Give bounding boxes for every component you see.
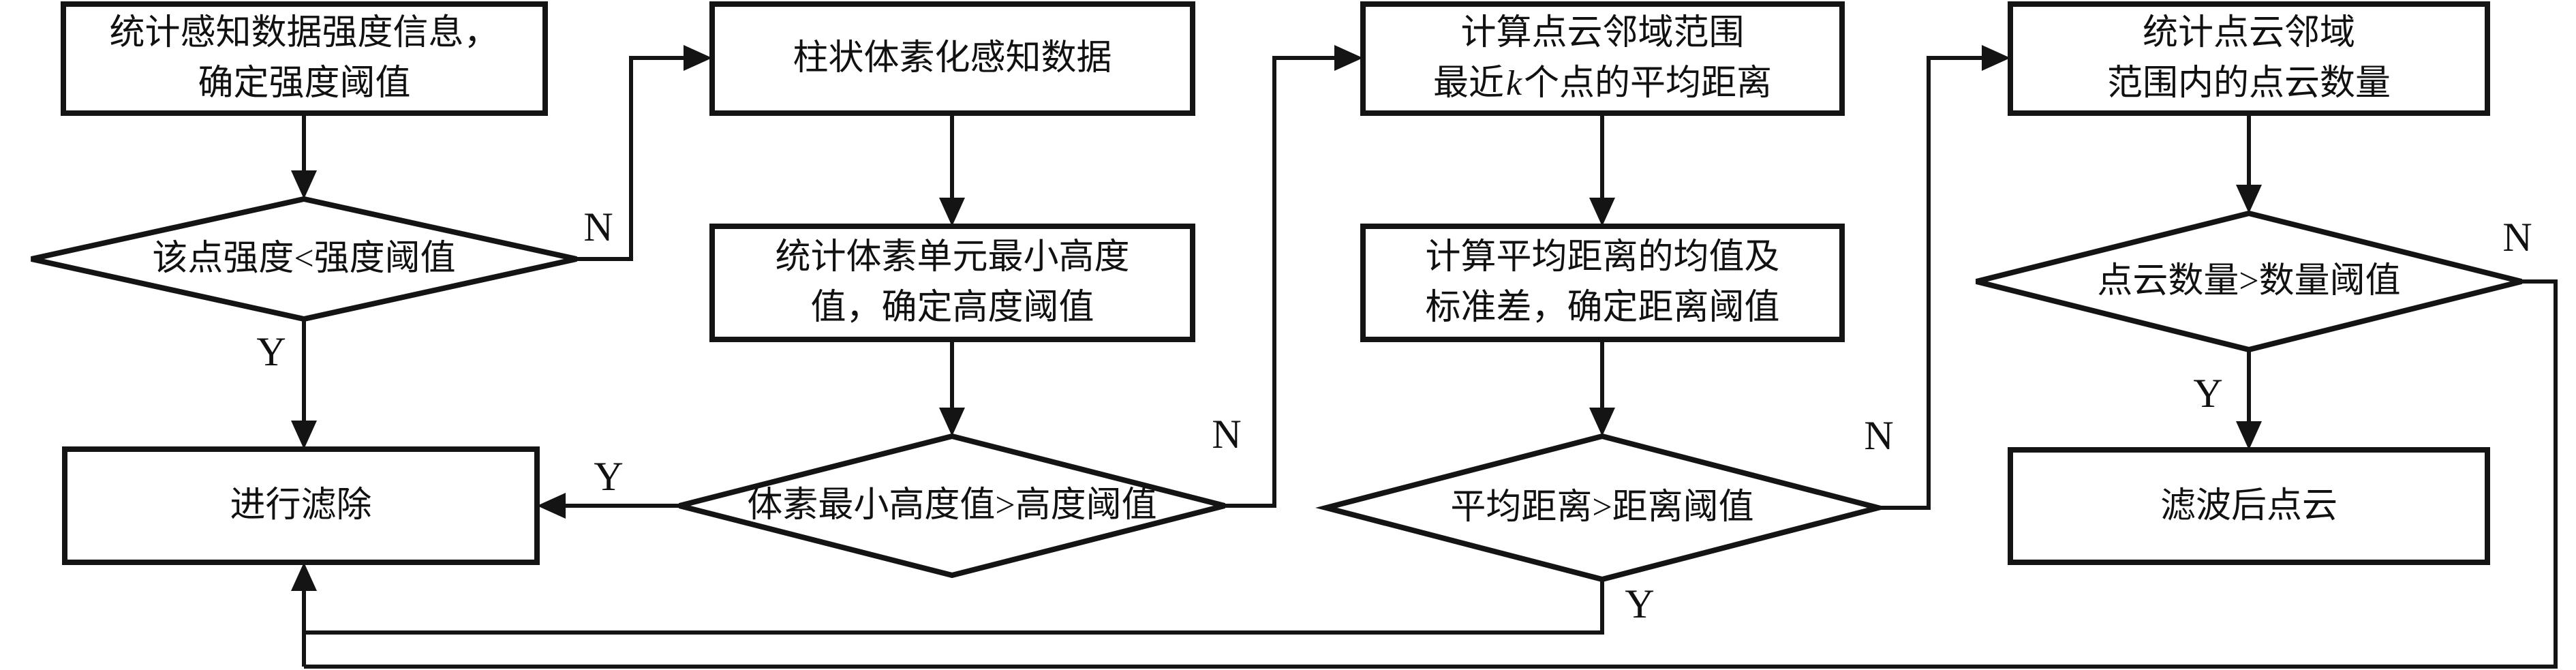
connector-diamond4-feedback-n [304,279,2558,669]
arrowhead-into-diamond1 [291,170,317,199]
diamond2-shape [679,433,1225,579]
rect2-shape [709,224,1195,342]
arrowhead-into-rect2 [939,198,965,226]
arrowhead-into-box3 [1334,45,1363,71]
arrowhead-into-filter-top [291,421,317,449]
arrowhead-into-box2 [684,45,712,71]
box2-shape [709,1,1195,116]
box1-shape [61,1,548,116]
arrowhead-into-diamond3 [1589,408,1615,436]
diamond3-shape [1315,433,1889,583]
arrowhead-into-result [2236,421,2262,450]
arrowhead-into-filter-bottom [291,562,317,591]
node-shapes [31,1,2522,583]
arrowhead-into-filter-right [537,493,566,519]
arrowhead-into-diamond2 [939,408,965,436]
box3-shape [1360,1,1845,116]
diamond1-shape [31,196,577,322]
box4-shape [2008,1,2490,116]
connector-diamond2-box3-n [1225,56,1334,508]
connector-diamond3-box4-n [1878,56,1982,510]
filter-box-shape [62,446,540,565]
diamond4-shape [1976,210,2522,353]
connector-diamond3-feedback-y [304,579,1604,635]
connector-diamond1-box2-n [577,56,685,261]
arrowheads [291,45,2262,591]
arrowhead-into-diamond4 [2236,185,2262,213]
rect3-shape [1360,224,1845,342]
arrowhead-into-rect3 [1589,198,1615,226]
arrowhead-into-box4 [1982,45,2010,71]
connector-lines [302,56,2558,669]
result-box-shape [2008,447,2490,565]
